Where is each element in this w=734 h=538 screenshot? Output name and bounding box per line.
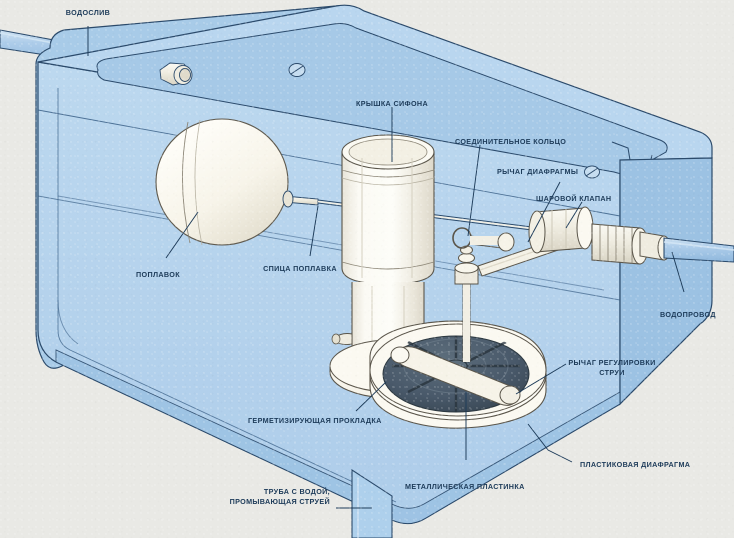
jet-adjust-lever-graphic [390,346,521,406]
label-plastic-diaphragm: ПЛАСТИКОВАЯ ДИАФРАГМА [580,460,691,469]
label-jet-adjust-lever-line1: РЫЧАГ РЕГУЛИРОВКИ [568,358,656,367]
connecting-ring-graphic [452,227,515,252]
tank-hex-fitting-graphic [159,62,193,86]
label-float-rod: СПИЦА ПОПЛАВКА [263,264,337,273]
label-overflow: ВОДОСЛИВ [65,8,111,17]
label-jet-adjust-lever: РЫЧАГ РЕГУЛИРОВКИ СТРУИ [562,358,662,377]
label-jet-adjust-lever-line2: СТРУИ [599,367,625,377]
valve-screw-head-graphic [584,165,600,179]
leader-lines [87,26,685,509]
label-sealing-gasket: ГЕРМЕТИЗИРУЮЩАЯ ПРОКЛАДКА [248,416,382,425]
label-connecting-ring: СОЕДИНИТЕЛЬНОЕ КОЛЬЦО [455,137,567,146]
label-ball-valve: ШАРОВОЙ КЛАПАН [536,194,612,203]
label-flush-pipe-line1: ТРУБА С ВОДОЙ, [263,487,330,496]
tank-screw-head-graphic [288,63,306,77]
float-ball-graphic [155,118,289,246]
supply-fitting-graphic [591,223,671,265]
label-diaphragm-lever: РЫЧАГ ДИАФРАГМЫ [497,167,579,176]
label-water-supply: ВОДОПРОВОД [660,310,716,319]
label-flush-pipe-line2: ПРОМЫВАЮЩАЯ СТРУЕЙ [229,496,330,506]
label-flush-pipe: ТРУБА С ВОДОЙ, ПРОМЫВАЮЩАЯ СТРУЕЙ [200,487,330,506]
label-float: ПОПЛАВОК [136,270,180,279]
label-metal-plate: МЕТАЛЛИЧЕСКАЯ ПЛАСТИНКА [405,482,525,491]
ball-valve-graphic [528,206,594,254]
label-siphon-cap: КРЫШКА СИФОНА [355,99,429,108]
water-supply-pipe-graphic [663,237,734,263]
